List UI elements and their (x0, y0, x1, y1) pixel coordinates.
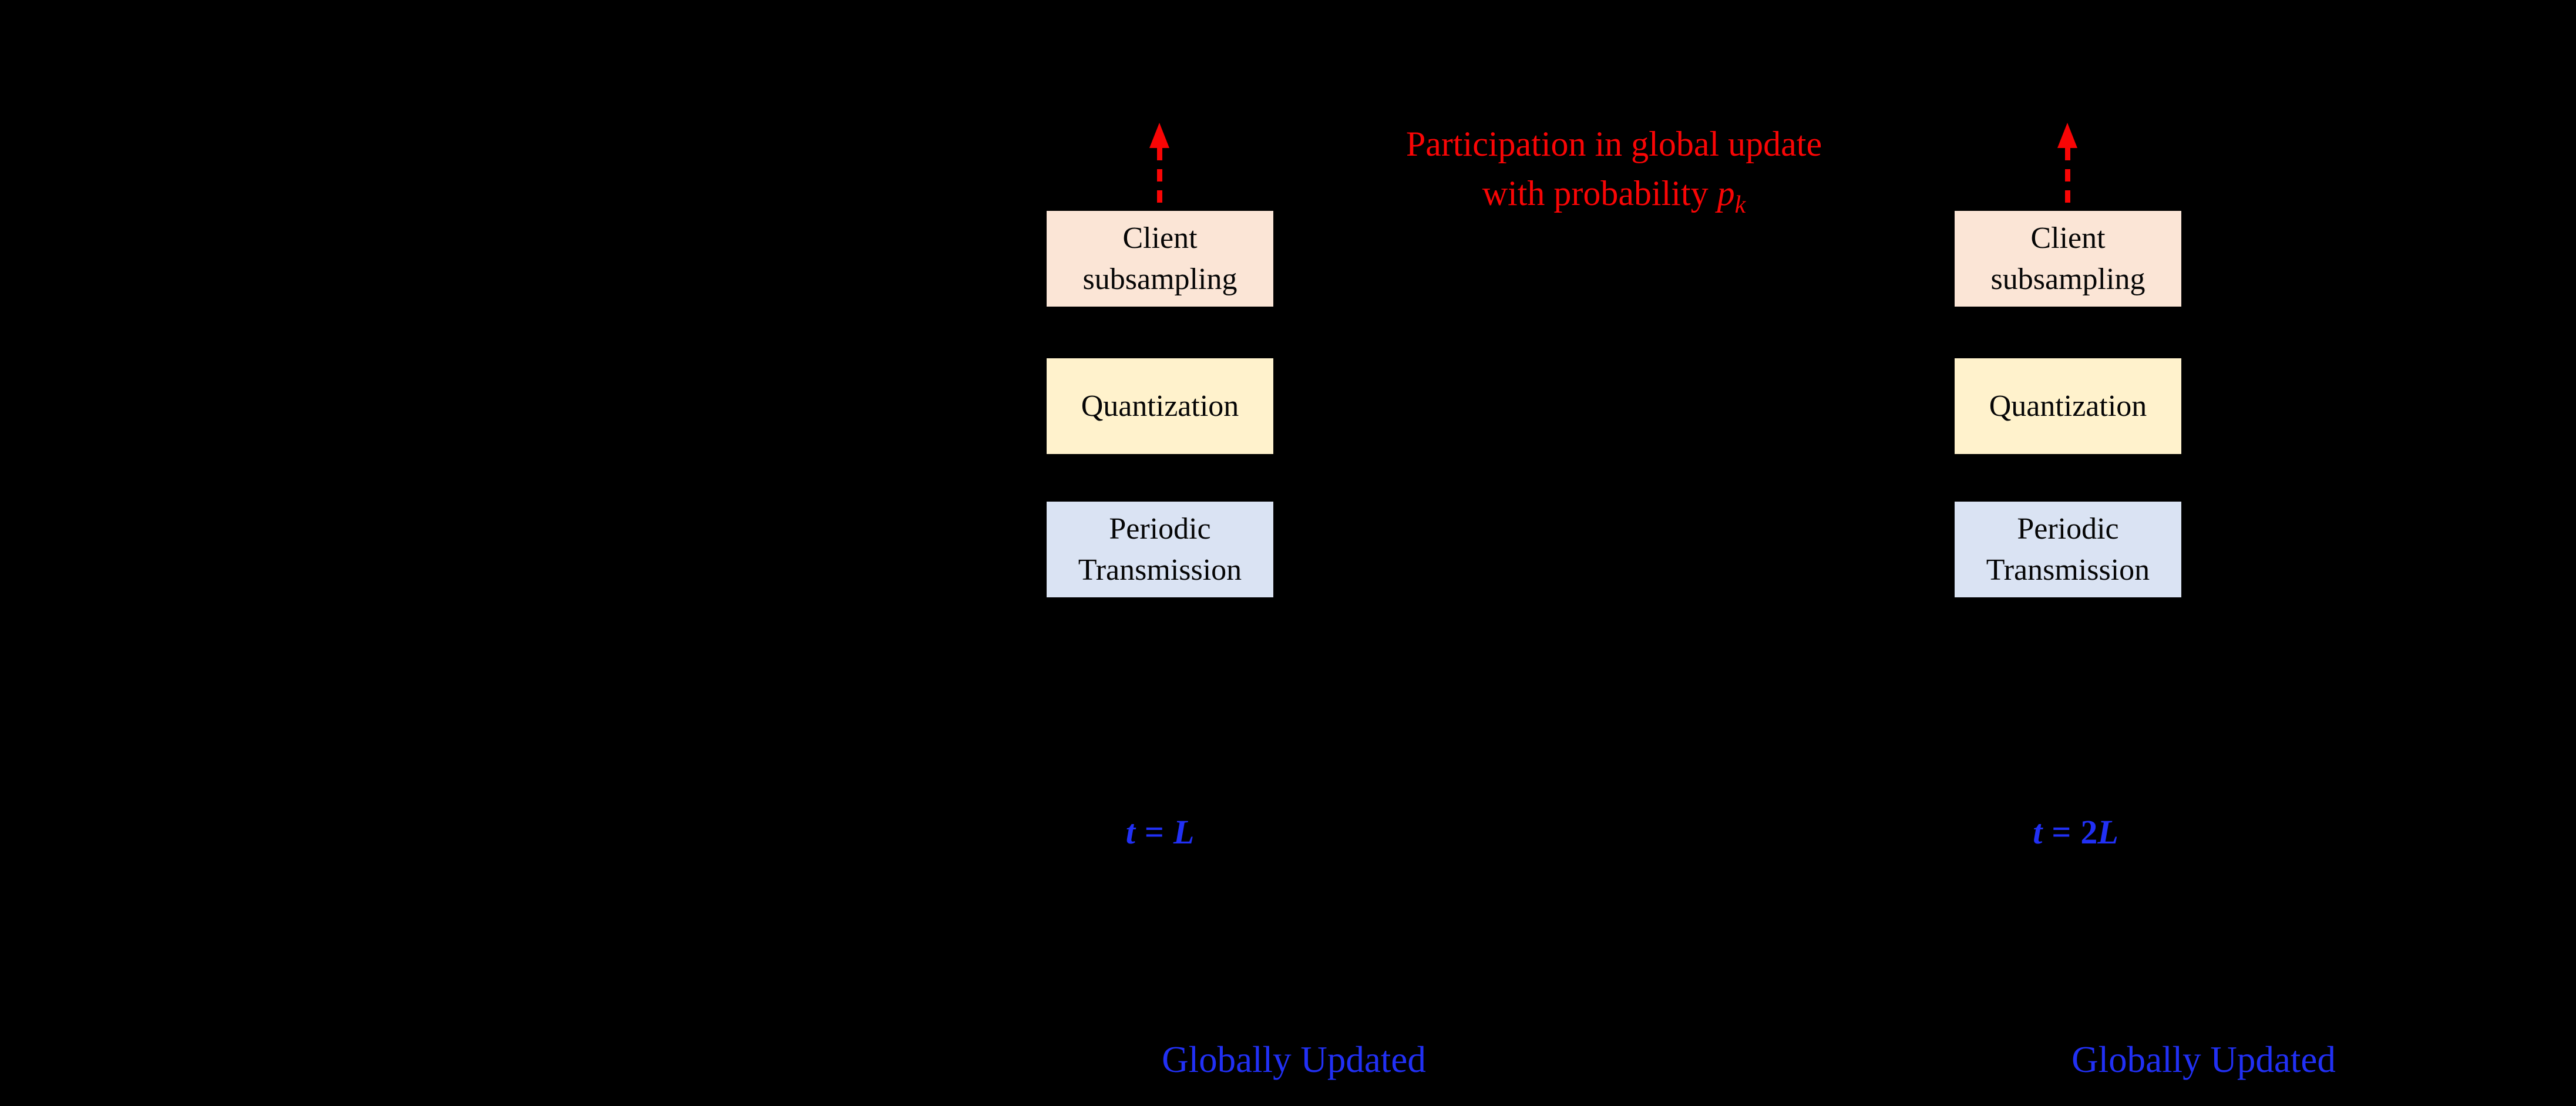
status-globally-updated: Globally Updated (1162, 1039, 1426, 1080)
time-variable: t (2033, 813, 2043, 851)
annotation-line1: Participation in global update (1405, 125, 1822, 163)
box-label-line: Quantization (1989, 389, 2147, 423)
box-label-line: subsampling (1990, 262, 2145, 296)
box-label-line: subsampling (1082, 262, 1237, 296)
probability-variable: p (1717, 174, 1735, 213)
box-label-line: Transmission (1986, 553, 2150, 587)
box-label-line: Client (1122, 221, 1198, 255)
time-variable: t (1125, 813, 1135, 851)
time-label-t-equals-2L: t=2L (1958, 814, 2193, 850)
up-arrow-icon (2057, 123, 2077, 210)
participation-annotation: Participation in global update with prob… (1262, 119, 1966, 218)
arrow-dashed-shaft (2064, 148, 2070, 210)
box-quantization: Quantization (1953, 357, 2182, 455)
box-quantization: Quantization (1045, 357, 1274, 455)
box-label-line: Transmission (1078, 553, 1242, 587)
arrow-dashed-shaft (1156, 148, 1162, 210)
time-coefficient: 2 (2080, 813, 2098, 851)
annotation-line2-text: with probability (1482, 174, 1709, 213)
arrow-head-icon (1149, 123, 1169, 148)
equals-sign: = (2052, 813, 2071, 851)
probability-subscript: k (1734, 191, 1746, 218)
box-client-subsampling: Client subsampling (1045, 210, 1274, 308)
status-globally-updated: Globally Updated (2071, 1039, 2336, 1080)
arrow-head-icon (2057, 123, 2077, 148)
annotation-line2: with probability pk (1262, 169, 1966, 218)
time-label-t-equals-L: t=L (1042, 814, 1277, 850)
box-label-line: Periodic (2017, 512, 2119, 546)
box-label-line: Quantization (1081, 389, 1239, 423)
time-value: L (1173, 813, 1195, 851)
box-periodic-transmission: Periodic Transmission (1953, 500, 2182, 599)
box-periodic-transmission: Periodic Transmission (1045, 500, 1274, 599)
equals-sign: = (1144, 813, 1164, 851)
time-value: L (2097, 813, 2118, 851)
box-label-line: Client (2030, 221, 2106, 255)
box-label-line: Periodic (1109, 512, 1211, 546)
box-client-subsampling: Client subsampling (1953, 210, 2182, 308)
up-arrow-icon (1149, 123, 1169, 210)
